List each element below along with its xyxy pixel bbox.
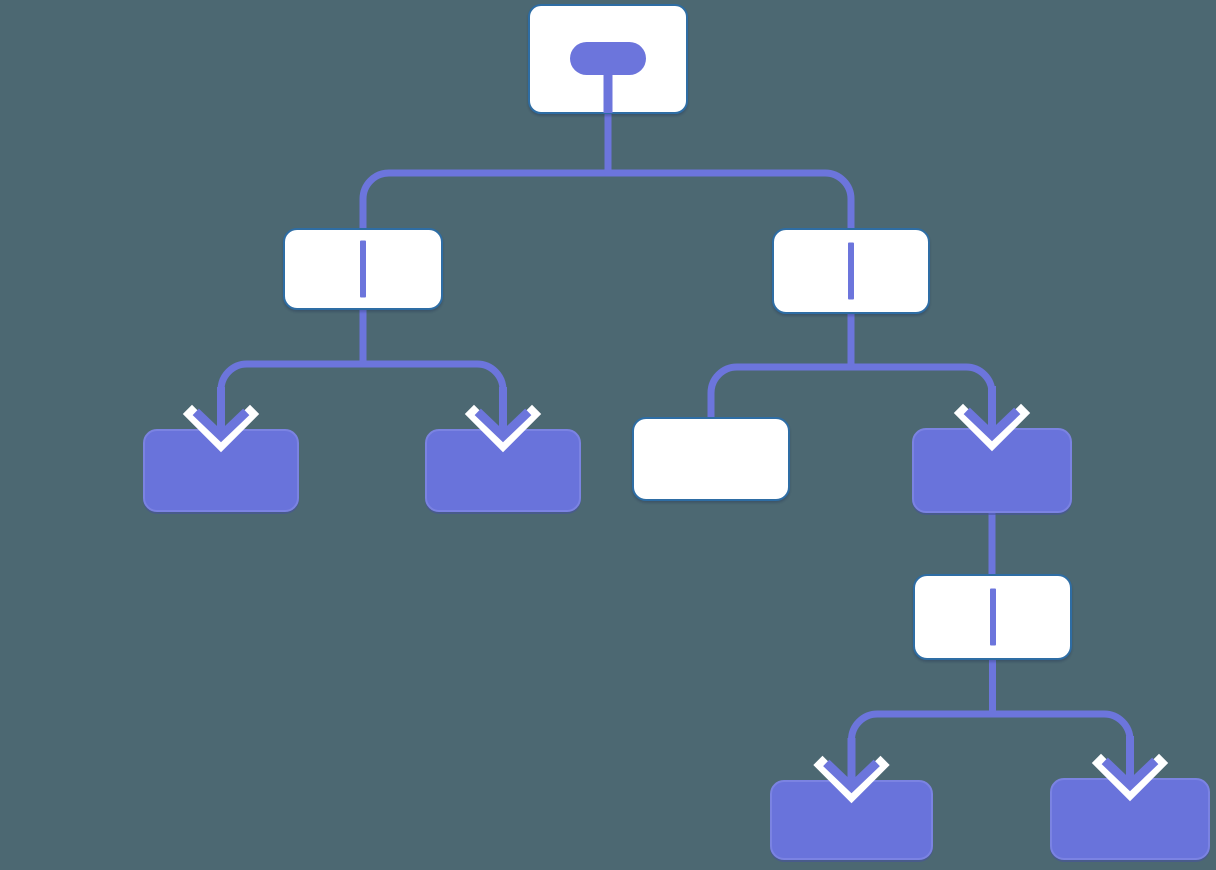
node-child-right-empty[interactable] — [632, 417, 790, 501]
caret-bar-icon — [989, 588, 996, 646]
node-branch-left[interactable] — [283, 228, 443, 310]
pill-stem-icon — [570, 42, 646, 75]
connector-edge — [989, 657, 1134, 784]
node-leaf-left-2[interactable] — [425, 429, 581, 512]
connector-edge — [847, 311, 996, 434]
node-leaf-left-1[interactable] — [143, 429, 299, 512]
node-root[interactable] — [528, 4, 688, 114]
connector-edge — [848, 657, 996, 786]
node-leaf-bottom-2[interactable] — [1050, 778, 1210, 860]
connector-edge — [707, 311, 855, 423]
connector-edge — [604, 111, 855, 234]
node-child-right-collapsed[interactable] — [912, 428, 1072, 513]
node-branch-right-2[interactable] — [913, 574, 1072, 660]
root-stem-icon — [603, 70, 613, 113]
connector-edge — [359, 111, 612, 234]
caret-bar-icon — [360, 240, 366, 298]
node-branch-right[interactable] — [772, 228, 930, 314]
caret-bar-icon — [848, 242, 854, 300]
connector-edge — [359, 307, 507, 435]
connector-edge — [217, 307, 367, 435]
node-leaf-bottom-1[interactable] — [770, 780, 933, 860]
